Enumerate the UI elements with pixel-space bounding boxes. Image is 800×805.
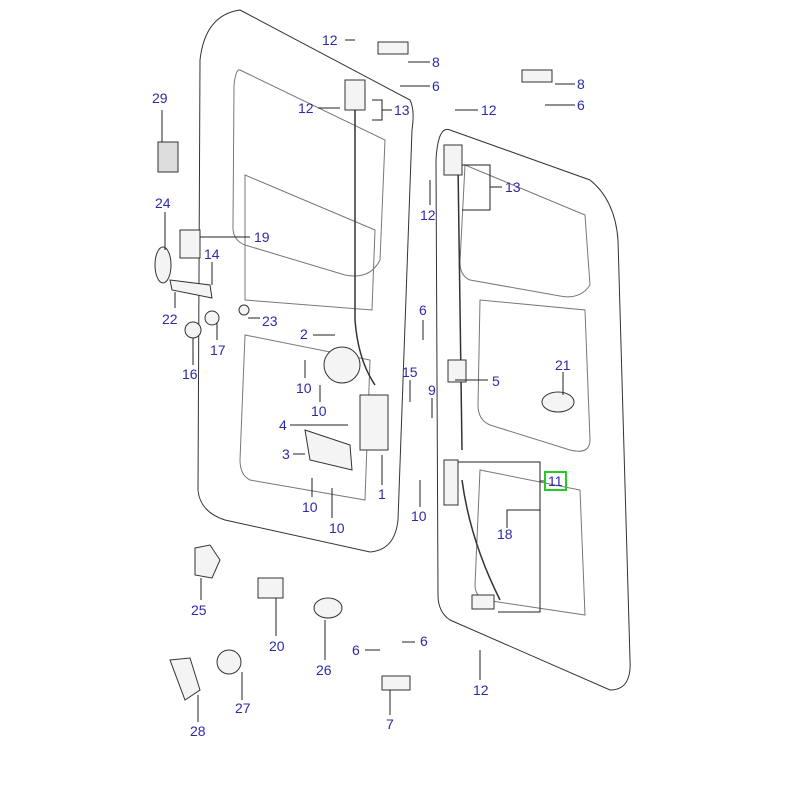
bracket-13a bbox=[344, 79, 366, 111]
callout-6[interactable]: 6 bbox=[432, 78, 440, 94]
callout-6[interactable]: 6 bbox=[352, 642, 360, 658]
callout-12[interactable]: 12 bbox=[298, 100, 314, 116]
bezel-28 bbox=[169, 657, 201, 701]
plate-25 bbox=[194, 544, 221, 579]
bracket-20 bbox=[257, 577, 284, 599]
callout-29[interactable]: 29 bbox=[152, 90, 168, 106]
handle-14 bbox=[169, 279, 213, 299]
callout-7[interactable]: 7 bbox=[386, 716, 394, 732]
callout-12[interactable]: 12 bbox=[473, 682, 489, 698]
bracket-13b bbox=[443, 144, 463, 176]
bracket-7 bbox=[381, 675, 411, 691]
callout-10[interactable]: 10 bbox=[329, 520, 345, 536]
handle-3 bbox=[304, 429, 353, 471]
callout-16[interactable]: 16 bbox=[182, 366, 198, 382]
callout-9[interactable]: 9 bbox=[428, 382, 436, 398]
callout-6[interactable]: 6 bbox=[420, 633, 428, 649]
hinge-part-8a bbox=[377, 41, 409, 55]
callout-25[interactable]: 25 bbox=[191, 602, 207, 618]
left-door-panel bbox=[197, 9, 414, 553]
callout-14[interactable]: 14 bbox=[204, 246, 220, 262]
callout-1[interactable]: 1 bbox=[378, 486, 386, 502]
callout-22[interactable]: 22 bbox=[162, 311, 178, 327]
callout-20[interactable]: 20 bbox=[269, 638, 285, 654]
callout-10[interactable]: 10 bbox=[296, 380, 312, 396]
lock-1 bbox=[359, 394, 389, 451]
hinge-part-8b bbox=[521, 69, 553, 83]
callout-28[interactable]: 28 bbox=[190, 723, 206, 739]
callout-13[interactable]: 13 bbox=[394, 102, 410, 118]
callout-6[interactable]: 6 bbox=[577, 97, 585, 113]
pad-part-29 bbox=[157, 141, 179, 173]
cylinder-27 bbox=[216, 649, 242, 675]
knob-26 bbox=[313, 597, 343, 619]
callout-13[interactable]: 13 bbox=[505, 179, 521, 195]
right-door-panel bbox=[435, 128, 631, 691]
callout-3[interactable]: 3 bbox=[282, 446, 290, 462]
callout-10[interactable]: 10 bbox=[311, 403, 327, 419]
handle-21 bbox=[541, 391, 575, 413]
striker-24 bbox=[154, 246, 172, 284]
callout-10[interactable]: 10 bbox=[411, 508, 427, 524]
callout-27[interactable]: 27 bbox=[235, 700, 251, 716]
right-upper-rod bbox=[457, 164, 463, 451]
callout-8[interactable]: 8 bbox=[577, 76, 585, 92]
latch-11 bbox=[443, 459, 459, 506]
callout-4[interactable]: 4 bbox=[279, 417, 287, 433]
left-lock-rod bbox=[354, 110, 376, 386]
callout-24[interactable]: 24 bbox=[155, 195, 171, 211]
callout-8[interactable]: 8 bbox=[432, 54, 440, 70]
callout-19[interactable]: 19 bbox=[254, 229, 270, 245]
callout-26[interactable]: 26 bbox=[316, 662, 332, 678]
parts bbox=[154, 41, 575, 701]
block-19 bbox=[179, 229, 201, 259]
callout-5[interactable]: 5 bbox=[492, 373, 500, 389]
callout-23[interactable]: 23 bbox=[262, 313, 278, 329]
leader-lines bbox=[161, 39, 575, 722]
callout-15[interactable]: 15 bbox=[402, 364, 418, 380]
cover-2 bbox=[323, 346, 361, 384]
right-lower-cable bbox=[461, 479, 501, 601]
nut-23 bbox=[238, 304, 250, 316]
callout-2[interactable]: 2 bbox=[300, 326, 308, 342]
cap-16 bbox=[184, 321, 202, 339]
callout-10[interactable]: 10 bbox=[302, 499, 318, 515]
callout-12[interactable]: 12 bbox=[420, 207, 436, 223]
callout-17[interactable]: 17 bbox=[210, 342, 226, 358]
callout-18[interactable]: 18 bbox=[497, 526, 513, 542]
bush-17 bbox=[204, 310, 220, 326]
callout-11-highlighted[interactable]: 11 bbox=[544, 471, 567, 491]
hinge-5 bbox=[447, 359, 467, 383]
callout-21[interactable]: 21 bbox=[555, 357, 571, 373]
catch-18 bbox=[471, 594, 495, 610]
callout-12[interactable]: 12 bbox=[322, 32, 338, 48]
callout-6[interactable]: 6 bbox=[419, 302, 427, 318]
callout-12[interactable]: 12 bbox=[481, 102, 497, 118]
